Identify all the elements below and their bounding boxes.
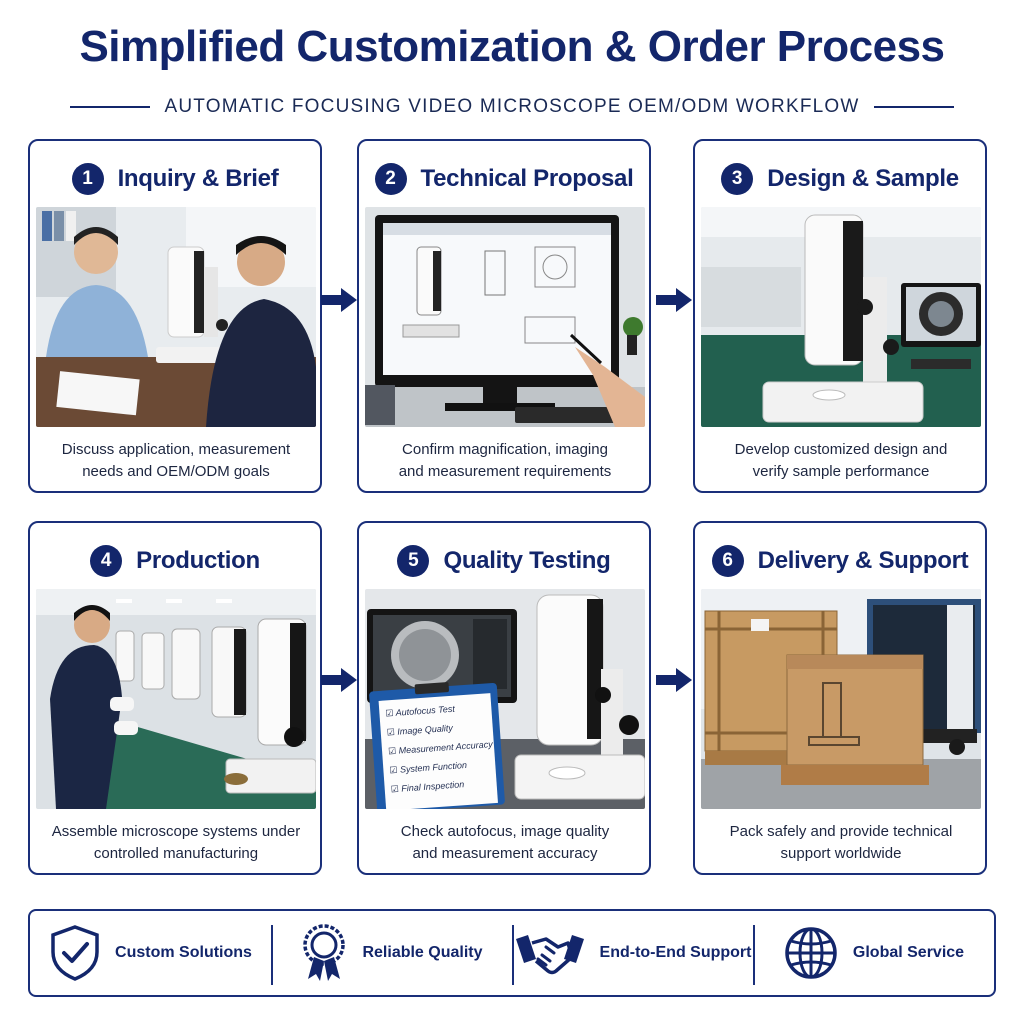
step-header: 4 Production [30,541,320,581]
step-card-6: 6 Delivery & Support Pa [693,521,987,875]
step-header: 3 Design & Sample [695,159,985,199]
subtitle-rule-right [873,106,954,108]
photo-delivery-shipping [701,589,981,809]
photo-cad-monitor [365,207,645,427]
checkmark-icon: ☑ [386,726,398,738]
step-header: 5 Quality Testing [359,541,649,581]
step-card-4: 4 Production Assemble m [28,521,322,875]
step-header: 6 Delivery & Support [695,541,985,581]
checkmark-icon: ☑ [390,783,402,795]
arrow-right-icon [656,288,692,312]
step-description: Assemble microscope systems under contro… [38,821,314,865]
step-description-line: Develop customized design and [734,441,948,458]
step-description-line: Discuss application, measurement [61,441,291,458]
step-title: Inquiry & Brief [117,165,279,192]
subtitle-rule-left [70,106,151,108]
photo-design-sample-lab [701,207,981,427]
arrow-right-icon [656,668,692,692]
step-number-badge: 3 [721,163,754,195]
arrow-right-icon [321,288,357,312]
step-description-line: Assemble microscope systems under [51,823,301,840]
step-description: Confirm magnification, imaging and measu… [367,439,643,483]
step-description-line: Check autofocus, image quality [400,823,610,840]
step-card-3: 3 Design & Sample Develop customized des… [693,139,987,493]
step-header: 1 Inquiry & Brief [30,159,320,199]
step-number-badge: 5 [397,545,430,577]
step-card-5: 5 Quality Testing ☑ Autofocus Test ☑ Ima… [357,521,651,875]
step-description-line: and measurement requirements [398,463,612,480]
step-description-line: needs and OEM/ODM goals [82,463,270,480]
photo-inquiry-meeting [36,207,316,427]
step-description-line: and measurement accuracy [412,845,598,862]
clipboard-clip [414,682,450,695]
page-title: Simplified Customization & Order Process [79,22,945,71]
step-number-badge: 6 [711,545,744,577]
step-card-1: 1 Inquiry & Brief Discuss application [28,139,322,493]
feature-label: End-to-End Support [599,944,752,961]
step-card-2: 2 Technical Proposal Confirm m [357,139,651,493]
feature-custom-solutions: Custom Solutions [30,911,271,995]
step-title: Design & Sample [767,165,959,192]
step-title: Technical Proposal [420,165,634,192]
photo-production-line [36,589,316,809]
step-description: Pack safely and provide technical suppor… [703,821,979,865]
step-header: 2 Technical Proposal [359,159,649,199]
feature-label: Global Service [852,944,965,961]
inspection-clipboard: ☑ Autofocus Test ☑ Image Quality ☑ Measu… [368,682,506,809]
step-number-badge: 2 [374,163,407,195]
feature-label: Custom Solutions [115,944,252,961]
subtitle-row: AUTOMATIC FOCUSING VIDEO MICROSCOPE OEM/… [70,94,954,120]
arrow-right-icon [321,668,357,692]
checkmark-icon: ☑ [387,745,400,757]
handshake-icon [515,935,584,975]
step-description-line: Confirm magnification, imaging [402,441,608,458]
step-description: Discuss application, measurement needs a… [38,439,314,483]
step-title: Delivery & Support [757,547,969,574]
feature-reliable-quality: Reliable Quality [271,911,512,995]
step-description-line: controlled manufacturing [93,845,259,862]
checklist-sheet: ☑ Autofocus Test ☑ Image Quality ☑ Measu… [378,693,498,809]
step-number-badge: 4 [90,545,123,577]
step-description-line: support worldwide [780,845,902,862]
step-title: Quality Testing [443,547,611,574]
page-subtitle: AUTOMATIC FOCUSING VIDEO MICROSCOPE OEM/… [164,96,860,117]
feature-label: Reliable Quality [362,944,483,961]
feature-end-to-end-support: End-to-End Support [512,911,753,995]
step-description: Develop customized design and verify sam… [703,439,979,483]
photo-quality-testing: ☑ Autofocus Test ☑ Image Quality ☑ Measu… [365,589,645,809]
features-bar: Custom Solutions Reliable Quality End-to… [28,909,996,997]
award-ribbon-icon [303,924,346,981]
step-description-line: verify sample performance [752,463,930,480]
step-number-badge: 1 [71,163,104,195]
step-description: Check autofocus, image quality and measu… [367,821,643,865]
checkmark-icon: ☑ [389,764,401,776]
step-description-line: Pack safely and provide technical [729,823,953,840]
shield-check-icon [51,925,99,981]
step-title: Production [136,547,260,574]
feature-global-service: Global Service [753,911,994,995]
globe-icon [785,927,837,979]
